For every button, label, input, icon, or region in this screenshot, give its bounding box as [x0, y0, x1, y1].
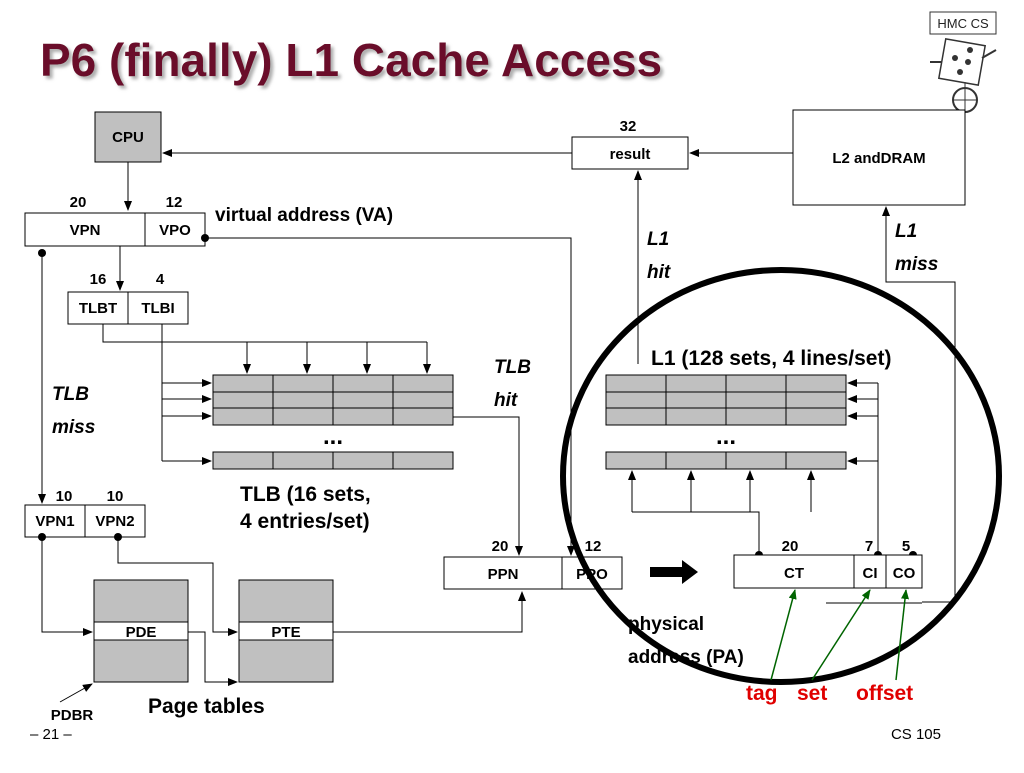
tlbt-label: TLBT — [79, 300, 117, 317]
offset-label: offset — [856, 682, 913, 705]
pa-label-line2: address (PA) — [628, 647, 744, 668]
l2-dram-box — [792, 109, 966, 206]
vpn2-to-pte-line — [117, 537, 238, 636]
vpn-label: VPN — [70, 222, 101, 239]
tlbt-tag-bus — [102, 324, 427, 343]
result-bits: 32 — [620, 118, 637, 135]
tlbi-bits: 4 — [156, 271, 165, 288]
hmc-logo: HMC CS — [929, 11, 997, 113]
vpn1-label: VPN1 — [35, 513, 74, 530]
page-number: – 21 – — [30, 726, 72, 743]
pdbr-label: PDBR — [51, 707, 94, 724]
vpn1-bits: 10 — [56, 488, 73, 505]
ppo-bits: 12 — [585, 538, 602, 555]
ppn-label: PPN — [488, 566, 519, 583]
pte-entry — [238, 621, 334, 641]
l2-dram-label: L2 andDRAM — [832, 150, 925, 167]
vpo-label: VPO — [159, 222, 191, 239]
cpu-label: CPU — [112, 129, 144, 146]
tlb-hit-label-2: hit — [494, 390, 518, 411]
vpo-to-ppo-line — [205, 237, 575, 556]
ct-label: CT — [784, 565, 804, 582]
tlbt-field — [67, 291, 129, 325]
ci-label: CI — [863, 565, 878, 582]
va-label: virtual address (VA) — [215, 205, 393, 226]
ct-tag-bus — [632, 511, 760, 555]
ct-bits: 20 — [782, 538, 799, 555]
l1-ellipsis: ... — [716, 423, 736, 450]
tag-label: tag — [746, 682, 778, 705]
ct-field — [733, 554, 855, 589]
set-pointer-arrow — [811, 589, 871, 681]
l1-miss-line — [882, 206, 956, 603]
tlbi-field — [127, 291, 189, 325]
offset-pointer-arrow — [895, 589, 909, 681]
l1-desc: L1 (128 sets, 4 lines/set) — [651, 347, 891, 370]
vpn2-bits: 10 — [107, 488, 124, 505]
course-label: CS 105 — [891, 726, 941, 743]
pa-label-line1: physical — [628, 614, 704, 635]
tlbt-bits: 16 — [90, 271, 107, 288]
l1-array — [605, 374, 847, 470]
ppn-bits: 20 — [492, 538, 509, 555]
vpn2-label: VPN2 — [95, 513, 134, 530]
l1-miss-label-1: L1 — [895, 221, 917, 242]
pte-label: PTE — [271, 624, 300, 641]
ci-bits: 7 — [865, 538, 873, 555]
vpo-field — [144, 212, 206, 247]
pde-entry — [93, 621, 189, 641]
co-label: CO — [893, 565, 916, 582]
vpn-bits: 20 — [70, 194, 87, 211]
tlb-array — [212, 374, 454, 470]
l1-miss-label-2: miss — [895, 254, 938, 275]
tlb-ellipsis: ... — [323, 423, 343, 450]
tlb-miss-label-2: miss — [52, 417, 95, 438]
slide-title: P6 (finally) L1 Cache Access — [40, 34, 662, 86]
pde-label: PDE — [126, 624, 157, 641]
co-field — [885, 554, 923, 589]
pte-to-ppn-line — [333, 591, 526, 633]
pde-to-pte-line — [188, 631, 238, 686]
tlb-desc-line2: 4 entries/set) — [240, 510, 370, 533]
big-right-arrow — [650, 560, 698, 584]
vpn1-to-pde-line — [41, 537, 93, 636]
l1-hit-label-1: L1 — [647, 229, 669, 250]
vpn-field — [24, 212, 146, 247]
tlb-desc-line1: TLB (16 sets, — [240, 483, 371, 506]
result-label: result — [610, 146, 651, 163]
vpo-bits: 12 — [166, 194, 183, 211]
co-bits: 5 — [902, 538, 910, 555]
page-tables-label: Page tables — [148, 695, 265, 718]
logo-text: HMC CS — [937, 16, 989, 31]
tag-pointer-arrow — [770, 589, 797, 681]
ci-field — [853, 554, 887, 589]
result-box — [571, 136, 689, 170]
tlb-hit-label-1: TLB — [494, 357, 531, 378]
l1-highlight-circle — [560, 267, 1002, 685]
pdbr-arrow — [59, 683, 93, 703]
set-label: set — [797, 682, 827, 705]
l1-hit-label-2: hit — [647, 262, 671, 283]
tlbi-label: TLBI — [141, 300, 174, 317]
vpn2-field — [84, 504, 146, 538]
cpu-box — [94, 111, 162, 163]
tlb-hit-line — [453, 416, 523, 556]
tlb-miss-label-1: TLB — [52, 384, 89, 405]
